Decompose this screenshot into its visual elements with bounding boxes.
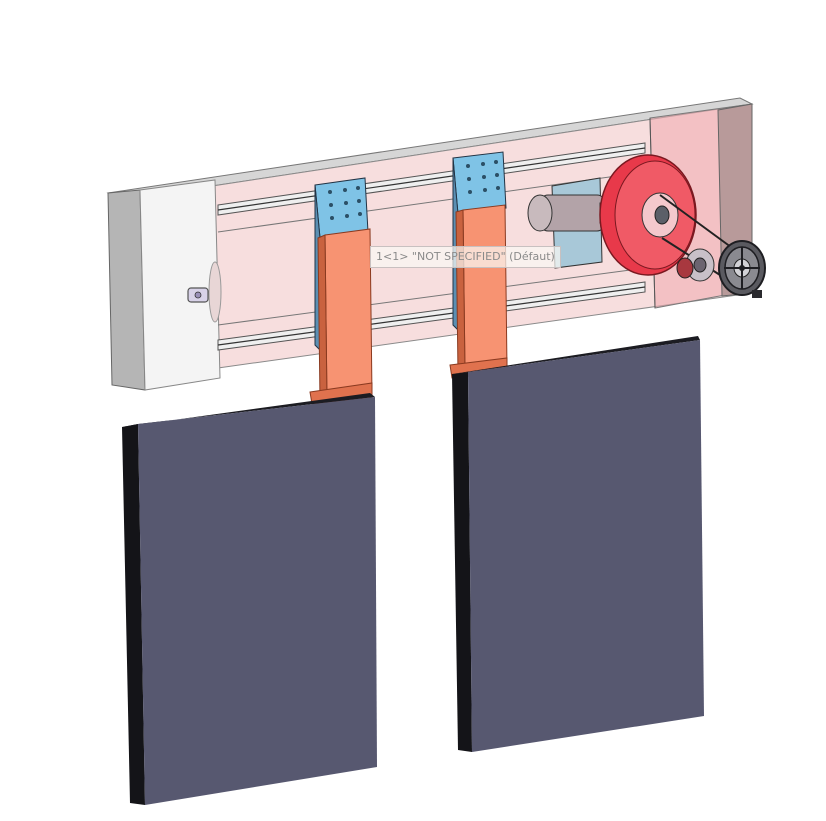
left-bracket-holes [328,186,362,220]
right-door-face [468,340,704,752]
left-door[interactable] [122,393,377,805]
left-hanger-arm-side [317,234,328,403]
left-door-side [122,424,145,805]
drive-unit[interactable] [527,154,766,298]
right-door-top [452,336,700,374]
pulley-icon [599,154,697,276]
housing-left-cap [107,189,146,391]
left-carriage[interactable] [309,177,373,405]
left-bracket-plate [314,177,369,239]
left-fitting-icon [187,287,209,303]
right-bracket-plate [452,151,507,215]
right-hanger-arm [462,204,508,374]
housing-left-cap-face [139,179,221,391]
component-tooltip: 1<1> "NOT SPECIFIED" (Défaut) [370,246,561,268]
left-gear-disc [208,261,222,323]
middle-rail-line-2 [217,267,646,326]
left-door-face [138,397,377,805]
left-hanger-arm [324,228,373,402]
right-bracket-holes [466,160,500,194]
right-hanger-arm-side [455,209,466,375]
handwheel-icon[interactable] [718,240,766,298]
small-pulley-icon [676,248,715,282]
right-door[interactable] [452,336,704,752]
left-door-top [122,393,375,427]
right-door-side [452,372,472,752]
